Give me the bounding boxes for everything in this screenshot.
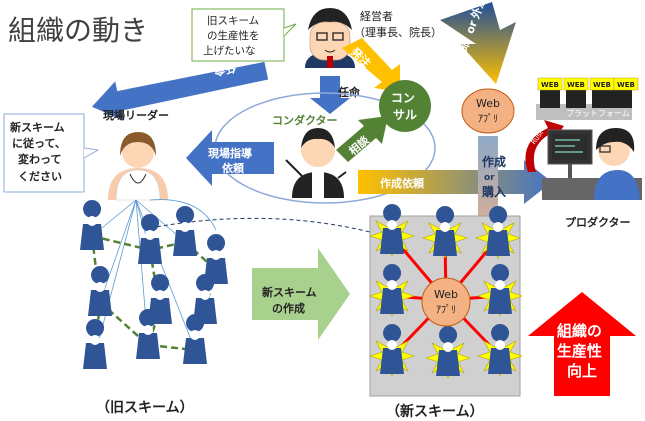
productivity-line1: 組織の bbox=[557, 322, 602, 340]
new-scheme-create-line1: 新スキーム bbox=[262, 285, 317, 299]
svg-text:新スキーム の作成: 新スキーム の作成 bbox=[262, 285, 321, 315]
svg-text:WEB WEB WEB WEB: WEB WEB WEB WEB bbox=[541, 81, 635, 89]
web-app-center-circle bbox=[421, 277, 471, 327]
svg-text:現場指導 依頼: 現場指導 依頼 bbox=[208, 146, 256, 175]
platform-icon bbox=[536, 77, 639, 120]
svg-text:新スキーム に従って、 変わって く: 新スキーム に従って、 変わって ください bbox=[10, 120, 70, 183]
svg-text:作成 or 購入: 作成 or 購入 bbox=[481, 154, 510, 199]
producer-label: プロダクター bbox=[565, 215, 631, 229]
appoint-conductor-arrow bbox=[310, 76, 350, 114]
page-title: 組織の動き bbox=[8, 14, 148, 47]
conductor-label: コンダクター bbox=[272, 113, 338, 127]
manager-speech-line2: の生産性を bbox=[207, 29, 260, 42]
staff-pin-icon bbox=[183, 314, 207, 364]
staff-pin-icon bbox=[83, 319, 107, 369]
conductor-icon bbox=[285, 128, 347, 198]
productivity-arrow bbox=[528, 292, 636, 396]
create-request-arrow bbox=[358, 160, 552, 204]
staff-pin-icon bbox=[433, 206, 457, 256]
staff-pin-icon bbox=[80, 200, 104, 250]
create-request-label: 作成依頼 bbox=[380, 176, 425, 190]
field-guidance-line2: 依頼 bbox=[222, 161, 245, 175]
platform-web-4: WEB bbox=[617, 81, 635, 89]
old-scheme-network bbox=[80, 199, 379, 369]
leader-speech-line1: 新スキーム bbox=[10, 120, 65, 134]
web-app-top-ellipse bbox=[461, 88, 515, 134]
platform-web-2: WEB bbox=[567, 81, 585, 89]
svg-text:組織の 生産性 向上: 組織の 生産性 向上 bbox=[557, 322, 607, 380]
svg-text:旧スキーム の生産性を 上げたいな: 旧スキーム の生産性を 上げたいな bbox=[203, 15, 263, 57]
staff-pin-icon bbox=[380, 264, 404, 314]
manager-speech-line3: 上げたいな bbox=[203, 45, 256, 57]
staff-pin-icon bbox=[173, 206, 197, 256]
manager-speech-tail bbox=[283, 23, 297, 37]
appoint-leader-arrow bbox=[91, 61, 269, 121]
staff-pin-icon bbox=[436, 326, 460, 376]
manager-sub-label: （理事長、院長） bbox=[354, 25, 442, 39]
staff-pin-icon bbox=[88, 266, 112, 316]
web-app-center-line1: Web bbox=[434, 288, 458, 301]
platform-web-3: WEB bbox=[593, 81, 611, 89]
field-leader-label: 現場リーダー bbox=[103, 108, 169, 122]
web-app-top-line1: Web bbox=[476, 97, 500, 110]
staff-pin-icon bbox=[488, 324, 512, 374]
platform-web-1: WEB bbox=[541, 81, 559, 89]
staff-pin-icon bbox=[380, 204, 404, 254]
create-or-buy-line3: 購入 bbox=[481, 184, 506, 199]
create-or-buy-line2: or bbox=[484, 173, 495, 183]
manager-speech-line1: 旧スキーム bbox=[207, 15, 259, 27]
staff-pin-icon bbox=[136, 309, 160, 359]
field-guidance-arrow bbox=[186, 130, 274, 186]
platform-label: プラットフォーム bbox=[566, 109, 630, 118]
appoint-conductor-label: 任命 bbox=[337, 85, 361, 99]
consult-request-arrow bbox=[336, 116, 388, 162]
order-consultant-arrow bbox=[342, 38, 400, 92]
businessman-icon bbox=[305, 8, 355, 68]
consultant-line2: サル bbox=[393, 108, 417, 122]
web-app-top-line2: ｱﾌﾟﾘ bbox=[478, 113, 498, 125]
leader-speech-tail bbox=[83, 147, 100, 159]
staff-pin-icon bbox=[486, 206, 510, 256]
leader-speech-line4: ください bbox=[18, 170, 62, 183]
appoint-or-outsource-arrow bbox=[440, 2, 516, 84]
create-or-buy-arrow bbox=[466, 136, 510, 262]
leader-speech-line2: に従って、 bbox=[12, 136, 66, 150]
web-app-center-line2: ｱﾌﾟﾘ bbox=[436, 304, 456, 316]
productivity-line2: 生産性 bbox=[557, 342, 602, 360]
productivity-line3: 向上 bbox=[567, 362, 597, 380]
svg-text:コン サル: コン サル bbox=[391, 91, 419, 122]
staff-pin-icon bbox=[380, 324, 404, 374]
new-scheme-create-arrow bbox=[252, 248, 350, 340]
old-scheme-label: （旧スキーム） bbox=[96, 400, 194, 416]
leader-speech-box bbox=[3, 113, 85, 193]
programmer-at-desk-icon bbox=[542, 128, 642, 200]
nurse-woman-icon bbox=[108, 132, 168, 201]
manager-label: 経営者 bbox=[360, 9, 393, 23]
field-guidance-line1: 現場指導 bbox=[208, 146, 252, 160]
consultant-circle bbox=[379, 80, 431, 132]
appoint-leader-label: 任命 bbox=[212, 60, 238, 79]
new-scheme-create-line2: の作成 bbox=[272, 301, 305, 315]
consultant-line1: コン bbox=[391, 91, 415, 105]
new-scheme-label: （新スキーム） bbox=[386, 403, 484, 420]
staff-pin-icon bbox=[488, 264, 512, 314]
leader-speech-line3: 変わって bbox=[18, 152, 61, 166]
staff-pin-icon bbox=[138, 214, 162, 264]
manager-speech-box bbox=[191, 8, 285, 62]
create-or-buy-line1: 作成 bbox=[482, 154, 506, 169]
